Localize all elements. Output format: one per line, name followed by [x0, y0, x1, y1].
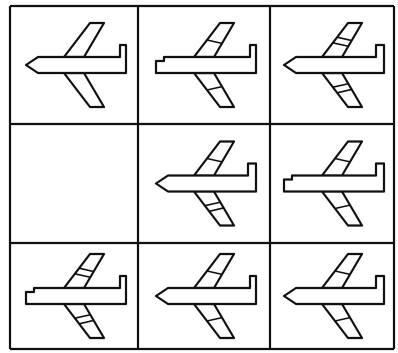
bottom-wing	[64, 73, 104, 107]
bottom-wing	[322, 304, 362, 338]
plane-figure-r2-c2	[284, 254, 384, 338]
cells-layer	[26, 23, 384, 338]
top-wing	[322, 254, 362, 288]
plane-figure-r1-c2	[284, 142, 384, 226]
bottom-wing	[194, 73, 234, 107]
top-wing	[322, 142, 362, 176]
bottom-wing	[194, 192, 234, 226]
plane-figure-r0-c0	[26, 23, 126, 107]
top-wing	[64, 254, 104, 288]
plane-figure-r1-c1	[156, 142, 256, 226]
plane-figure-r0-c1	[156, 23, 256, 107]
bottom-wing	[322, 192, 362, 226]
top-wing	[64, 23, 104, 57]
top-wing	[194, 254, 234, 288]
bottom-wing	[64, 304, 104, 338]
plane-figure-r2-c1	[156, 254, 256, 338]
bottom-wing	[322, 73, 362, 107]
top-wing	[194, 23, 234, 57]
top-wing	[194, 142, 234, 176]
top-wing	[322, 23, 362, 57]
plane-figure-r0-c2	[284, 23, 384, 107]
plane-figure-r2-c0	[26, 254, 126, 338]
bottom-wing	[194, 304, 234, 338]
